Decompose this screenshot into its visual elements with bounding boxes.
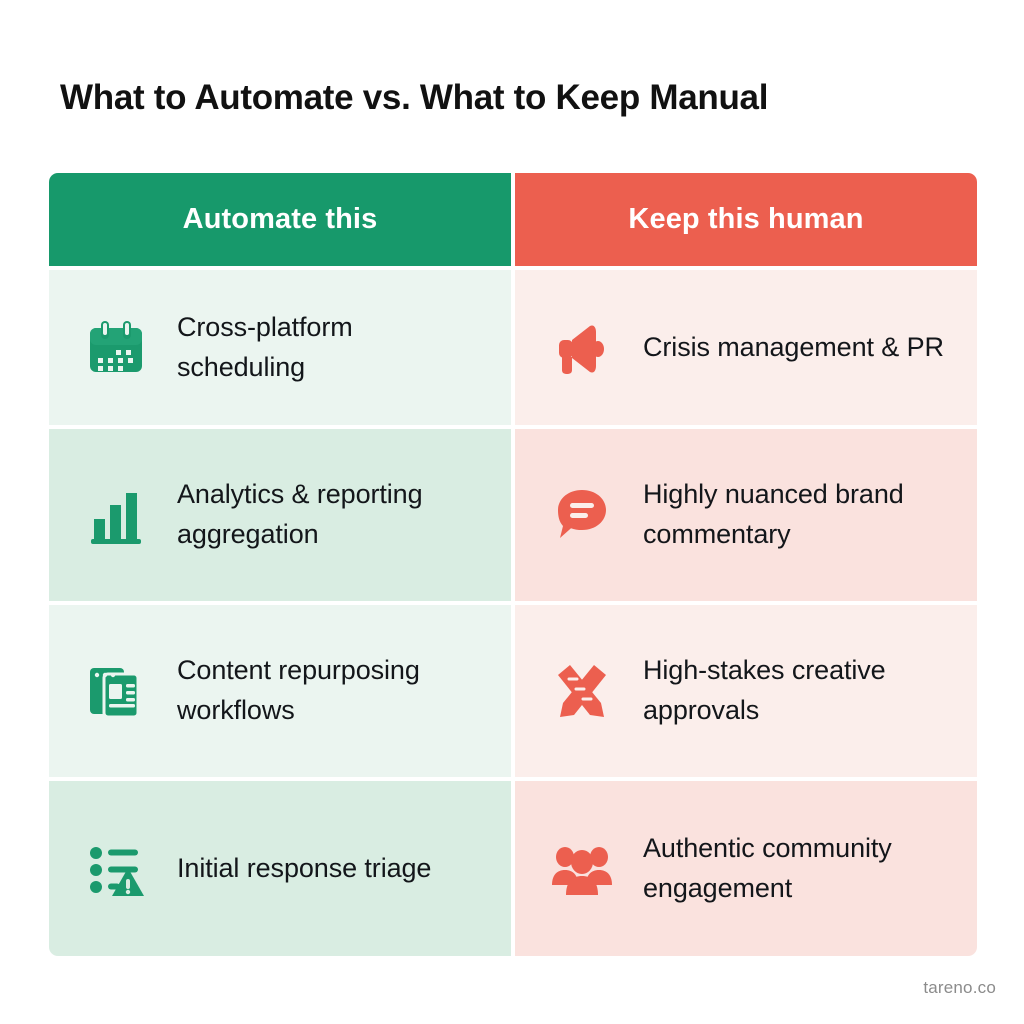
item-label: Highly nuanced brand commentary <box>643 479 904 549</box>
speech-bubble-icon <box>543 476 621 554</box>
cell-automate-2: Analytics & reporting aggregation <box>49 429 511 601</box>
item-label: Initial response triage <box>177 852 432 883</box>
pencil-ruler-icon <box>543 652 621 730</box>
cell-automate-3: Content repurposing workflows <box>49 605 511 777</box>
page-title: What to Automate vs. What to Keep Manual <box>60 78 769 117</box>
bar-chart-icon <box>77 476 155 554</box>
watermark-footer: tareno.co <box>923 978 996 997</box>
newspaper-icon <box>77 652 155 730</box>
column-header-automate: Automate this <box>49 173 511 266</box>
table-row: Cross-platform scheduling Crisis managem… <box>49 270 977 425</box>
people-group-icon <box>543 830 621 908</box>
calendar-icon <box>77 309 155 387</box>
column-header-automate-label: Automate this <box>182 203 378 235</box>
item-label: Crisis management & PR <box>643 331 944 362</box>
item-label: Analytics & reporting aggregation <box>177 479 423 549</box>
item-label: Authentic community engagement <box>643 832 892 903</box>
cell-manual-2: Highly nuanced brand commentary <box>515 429 977 601</box>
cell-manual-1: Crisis management & PR <box>515 270 977 425</box>
list-alert-icon <box>77 830 155 908</box>
comparison-table: Automate this Keep this human <box>49 173 977 956</box>
table-row: Initial response triage <box>49 781 977 956</box>
item-label: High-stakes creative approvals <box>643 655 886 725</box>
column-header-manual-label: Keep this human <box>628 203 864 235</box>
cell-manual-3: High-stakes creative approvals <box>515 605 977 777</box>
item-label: Cross-platform scheduling <box>177 311 353 382</box>
table-row: Analytics & reporting aggregation Highly… <box>49 429 977 601</box>
table-row: Content repurposing workflows <box>49 605 977 777</box>
table-header-row: Automate this Keep this human <box>49 173 977 266</box>
megaphone-icon <box>543 309 621 387</box>
item-label: Content repurposing workflows <box>177 655 420 725</box>
cell-automate-1: Cross-platform scheduling <box>49 270 511 425</box>
cell-manual-4: Authentic community engagement <box>515 781 977 956</box>
column-header-manual: Keep this human <box>515 173 977 266</box>
cell-automate-4: Initial response triage <box>49 781 511 956</box>
